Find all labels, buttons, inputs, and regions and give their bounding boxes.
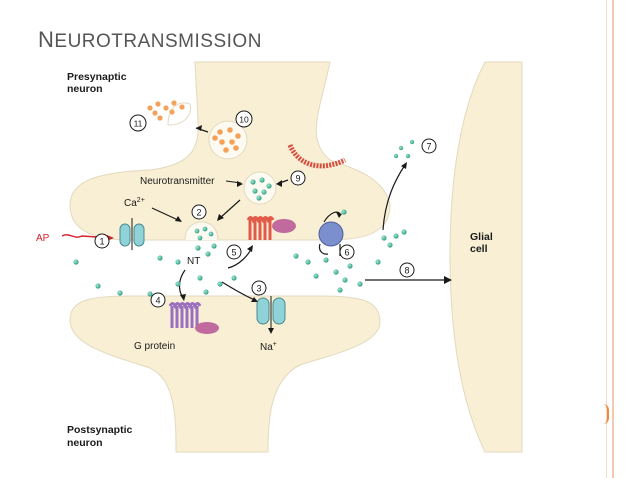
endocytosis-pit [287,143,347,169]
svg-text:4: 4 [155,296,160,306]
step-3: 3 [251,280,267,296]
step-6: 6 [339,244,355,260]
step-2: 2 [191,204,207,220]
step-4: 4 [150,292,166,308]
autoreceptor [248,218,272,240]
calcium-channel [119,218,145,250]
slide-border-line [606,0,607,478]
g-protein-label: G protein [134,341,175,352]
slide-title-initial: N [38,27,55,52]
step-8: 8 [399,262,415,278]
presynaptic-label-line2: neuron [67,83,103,95]
sodium-channel [256,296,286,334]
vesicle-9-dots [250,177,272,201]
ap-label: AP [36,233,50,244]
postsynaptic-cell [69,295,381,453]
vesicle-11-dots [147,100,185,121]
presynaptic-label-line1: Presynaptic [67,71,127,83]
glial-cell [449,61,523,453]
postsynaptic-label-line2: neuron [67,437,103,449]
step-7: 7 [421,138,437,154]
svg-text:2: 2 [196,208,201,218]
step-10: 10 [235,110,253,128]
svg-text:6: 6 [344,248,349,258]
step-11: 11 [129,114,147,132]
postsynaptic-label-line1: Postsynaptic [67,424,133,436]
slide-title: NEUROTRANSMISSION [38,27,262,53]
svg-text:7: 7 [426,142,431,152]
svg-text:1: 1 [99,237,104,247]
neurotransmitter-label: Neurotransmitter [140,176,215,187]
sodium-label: Na+ [260,341,277,353]
slide-border [612,0,614,478]
calcium-label: Ca2+ [124,197,145,209]
vesicle-10-dots [212,127,241,153]
ap-arrow [61,234,113,239]
svg-text:3: 3 [256,284,261,294]
g-protein [195,322,219,334]
cleft-neurotransmitters [73,139,415,297]
g-protein-receptor [170,306,199,328]
step-1: 1 [94,233,110,249]
svg-text:5: 5 [231,248,236,258]
nt-label: NT [187,256,200,267]
autoreceptor-protein [272,219,296,233]
svg-text:11: 11 [134,119,143,129]
svg-text:9: 9 [295,174,300,184]
glial-label-line2: cell [470,243,488,255]
slide-title-rest: EUROTRANSMISSION [54,31,262,52]
step-5: 5 [226,244,242,260]
slide-accent-mark [603,404,609,424]
step-9: 9 [290,170,306,186]
svg-text:10: 10 [239,115,249,125]
docking-vesicle-dots [194,226,214,241]
glial-label-line1: Glial [470,231,493,243]
svg-text:8: 8 [404,266,409,276]
